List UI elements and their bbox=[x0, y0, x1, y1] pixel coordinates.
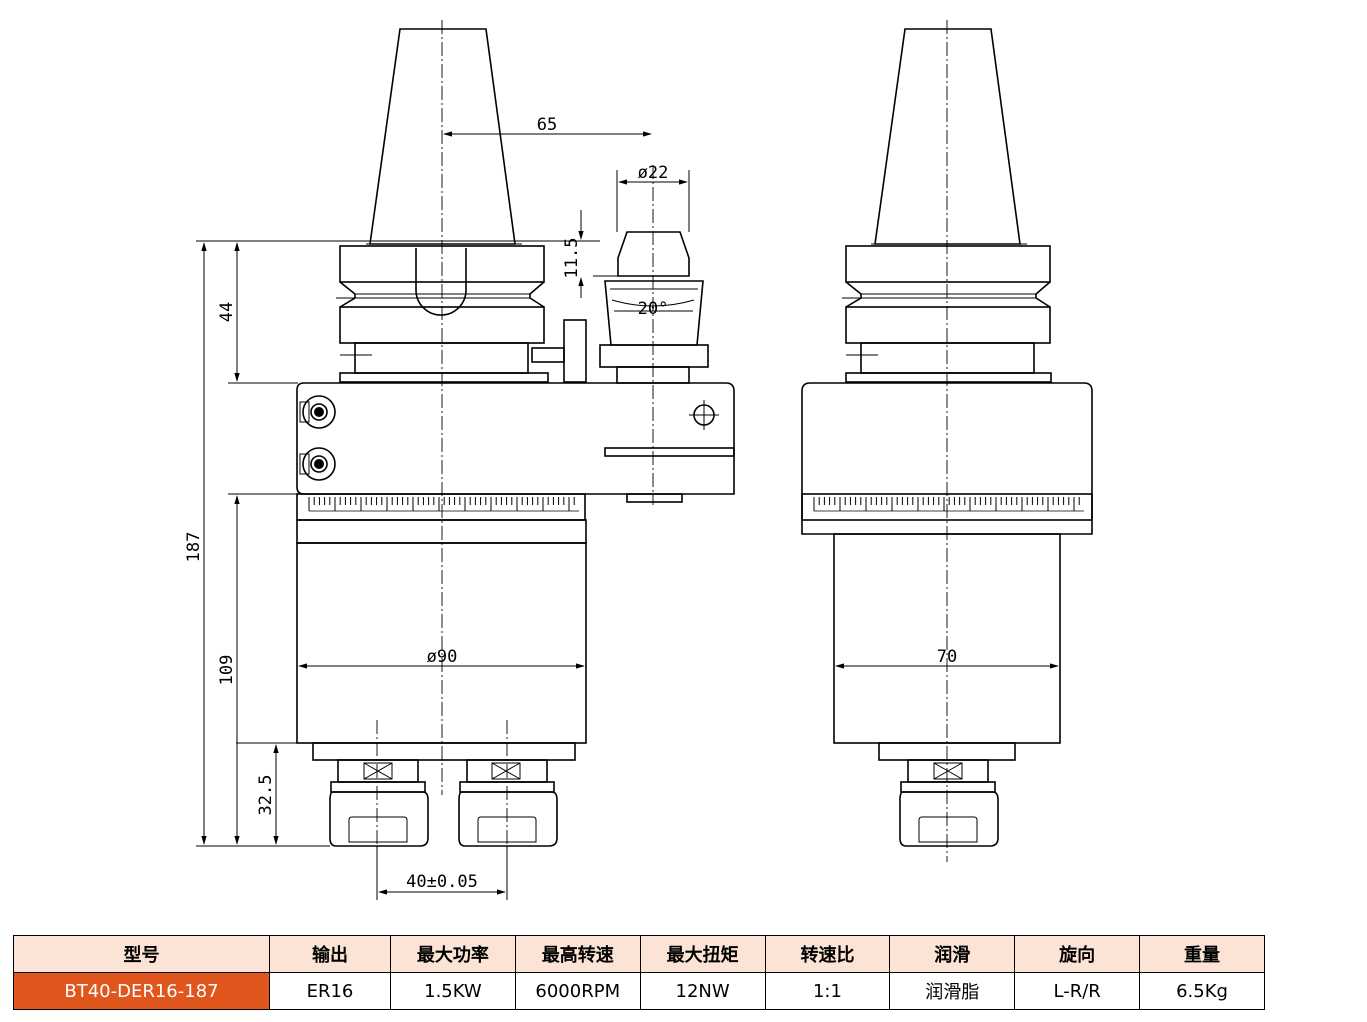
header-max-speed: 最高转速 bbox=[514, 935, 641, 973]
dim-overall-height: 187 bbox=[184, 532, 204, 563]
top-collet-nut bbox=[617, 231, 690, 277]
side-housing bbox=[801, 382, 1093, 535]
taper-shank bbox=[369, 28, 516, 245]
body bbox=[296, 542, 587, 744]
dim-body-dia: ø90 bbox=[427, 647, 458, 667]
header-speed-ratio: 转速比 bbox=[764, 935, 891, 973]
spindle-left bbox=[329, 759, 429, 847]
header-max-torque: 最大扭矩 bbox=[639, 935, 766, 973]
mounting-hole bbox=[299, 447, 336, 481]
dim-collet-dia: ø22 bbox=[638, 163, 669, 183]
cell-max-speed: 6000RPM bbox=[514, 972, 641, 1010]
dim-offset: 65 bbox=[537, 115, 557, 135]
header-max-power: 最大功率 bbox=[390, 935, 516, 973]
collar bbox=[354, 342, 529, 374]
spec-table: 型号 输出 最大功率 最高转速 最大扭矩 转速比 润滑 旋向 重量 BT40-D… bbox=[13, 935, 1265, 1010]
dim-collet-height: 11.5 bbox=[562, 238, 582, 279]
taper-shank bbox=[874, 28, 1021, 245]
spec-header-row: 型号 输出 最大功率 最高转速 最大扭矩 转速比 润滑 旋向 重量 bbox=[13, 935, 1265, 973]
side-view: 70 bbox=[801, 20, 1093, 862]
header-lubrication: 润滑 bbox=[889, 935, 1016, 973]
scale-ticks bbox=[813, 497, 1084, 512]
dim-body-height: 109 bbox=[217, 655, 237, 686]
main-housing bbox=[296, 382, 735, 495]
dim-side-width: 70 bbox=[937, 647, 957, 667]
technical-drawing: 187 44 109 32.5 11.5 65 ø22 20° ø90 40±0… bbox=[184, 20, 1093, 900]
cell-rotation: L-R/R bbox=[1014, 972, 1141, 1010]
dim-nose-height: 32.5 bbox=[256, 775, 276, 816]
header-rotation: 旋向 bbox=[1014, 935, 1141, 973]
cell-output: ER16 bbox=[269, 972, 391, 1010]
cell-lubrication: 润滑脂 bbox=[889, 972, 1016, 1010]
stop-block bbox=[563, 319, 587, 383]
nose bbox=[312, 742, 576, 761]
header-model: 型号 bbox=[13, 935, 270, 973]
dim-flange-height: 44 bbox=[217, 302, 237, 322]
cell-model: BT40-DER16-187 bbox=[13, 972, 270, 1010]
header-weight: 重量 bbox=[1139, 935, 1265, 973]
key-slot bbox=[415, 248, 467, 316]
cell-speed-ratio: 1:1 bbox=[764, 972, 891, 1010]
dim-spindle-pitch: 40±0.05 bbox=[406, 872, 478, 892]
cell-max-torque: 12NW bbox=[639, 972, 766, 1010]
header-output: 输出 bbox=[269, 935, 391, 973]
cell-weight: 6.5Kg bbox=[1139, 972, 1265, 1010]
scale-ticks bbox=[308, 497, 579, 512]
dimensions: 187 44 109 32.5 11.5 65 ø22 20° ø90 40±0… bbox=[184, 115, 695, 900]
cell-max-power: 1.5KW bbox=[390, 972, 516, 1010]
front-view bbox=[296, 20, 735, 862]
mounting-hole bbox=[299, 395, 336, 429]
dim-cone-angle: 20° bbox=[638, 299, 669, 319]
spec-data-row: BT40-DER16-187 ER16 1.5KW 6000RPM 12NW 1… bbox=[13, 972, 1265, 1010]
side-spindle bbox=[899, 759, 999, 847]
spindle-right bbox=[458, 759, 558, 847]
